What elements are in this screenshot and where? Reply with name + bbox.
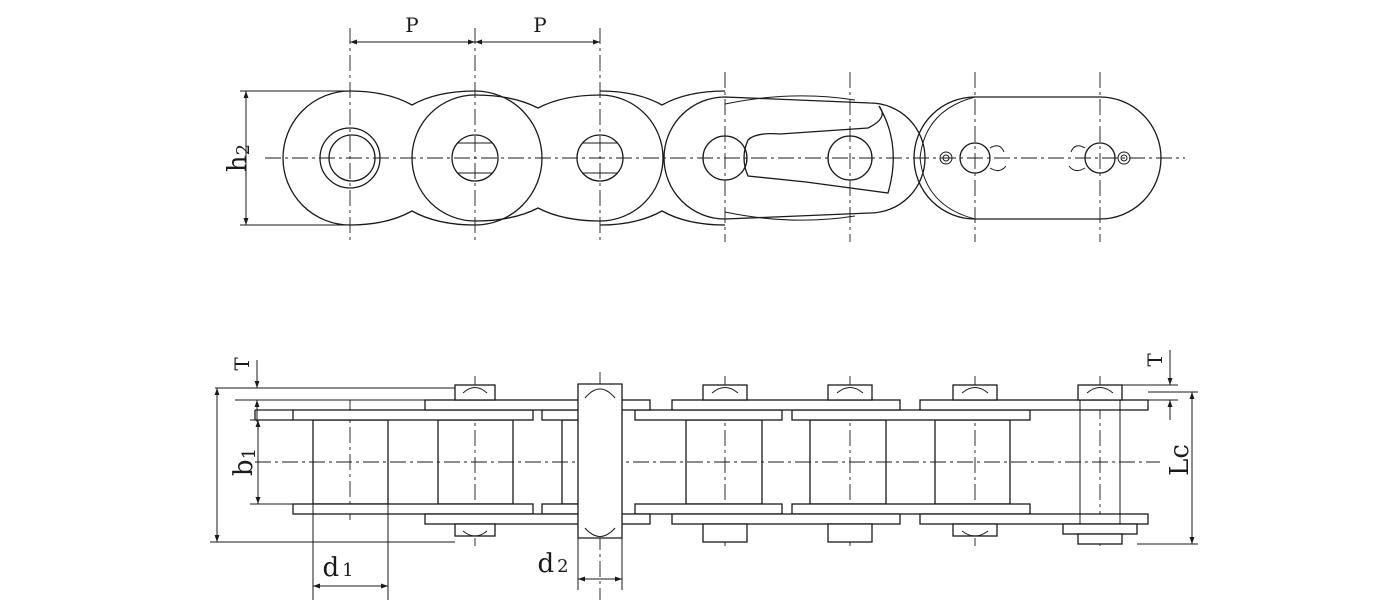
thickness-label-right: T [1143,353,1167,367]
offset-link-plate [663,96,926,220]
split-pin-ring-1 [939,151,953,165]
outer-plates [424,399,1149,525]
inner-plates [292,409,1031,515]
chain-top-view: P P h2 [223,13,1185,242]
spring-clip [743,105,894,194]
outer-plate-2 [599,90,726,226]
pin-heads [454,384,1138,545]
chain-side-view: T b1 d1 d2 T Lc [210,350,1198,600]
pitch-label-right: P [533,13,546,37]
connecting-pin-2 [1084,142,1116,174]
thickness-label-left: T [230,357,254,371]
inner-plate-1 [411,94,664,222]
connecting-pin-1 [959,142,991,174]
sprocket-tooth [577,383,623,539]
bushing-hole-3 [576,134,624,182]
pitch-label-left: P [405,13,418,37]
outer-plate-1 [282,90,543,226]
roller-inner-1 [328,134,376,182]
roller-outer-1 [319,127,381,189]
connecting-link-plate [913,96,1162,220]
pin-length-label: Lc [1165,444,1195,476]
offset-pin-hole-1 [702,135,748,181]
height-label: h2 [223,144,254,172]
bushing-hole-2 [451,134,499,182]
offset-pin-hole-2 [827,135,873,181]
inner-width-label: b1 [229,448,260,476]
split-pin-ring-2 [1117,151,1131,165]
pin-centerlines-top [349,28,1101,242]
